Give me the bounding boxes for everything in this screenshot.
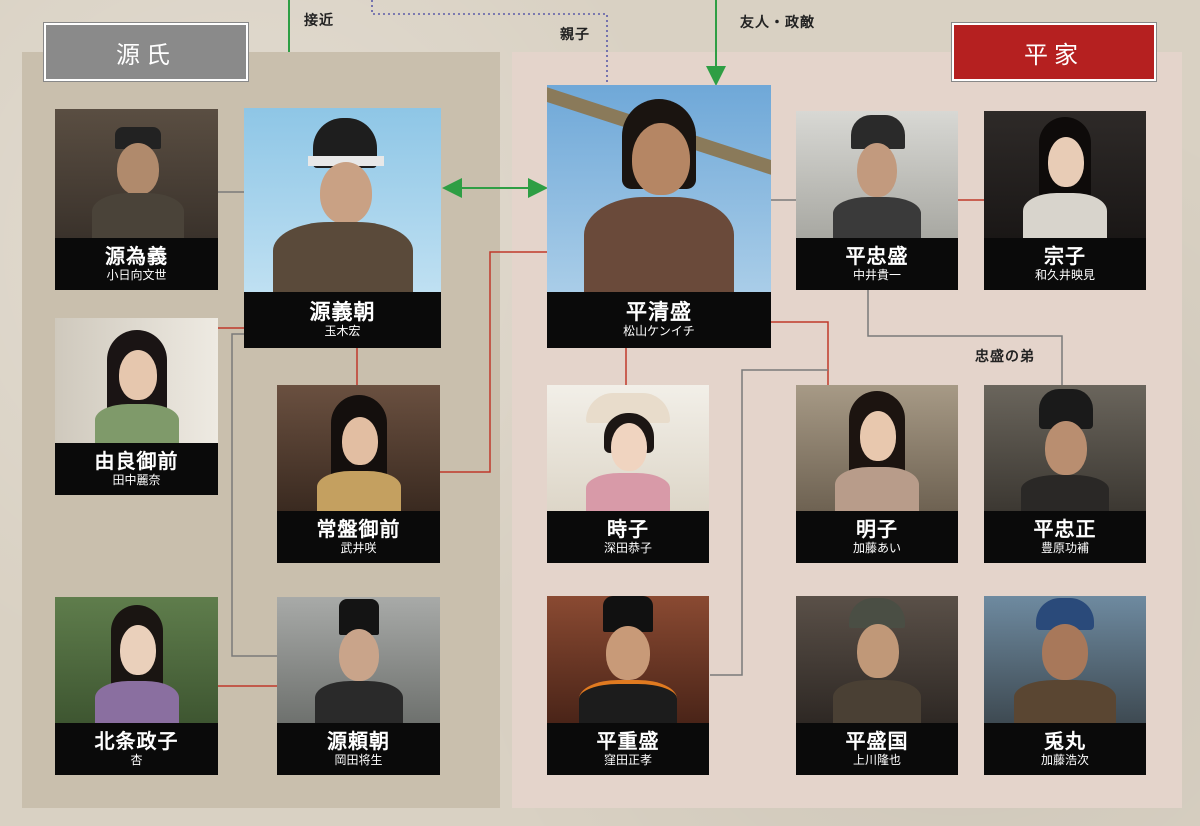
portrait-usagimaru: [984, 596, 1146, 723]
kiyomori-akiko-line: [771, 322, 828, 385]
card-shigemori[interactable]: 平重盛窪田正孝: [547, 596, 709, 775]
card-yura[interactable]: 由良御前田中麗奈: [55, 318, 218, 495]
actor-name: 岡田将生: [334, 753, 382, 769]
portrait-morikuni: [796, 596, 958, 723]
card-morikuni[interactable]: 平盛国上川隆也: [796, 596, 958, 775]
portrait-tadamori: [796, 111, 958, 238]
portrait-kiyomori: [547, 85, 771, 292]
actor-name: 深田恭子: [604, 541, 652, 557]
approach-label: 接近: [304, 10, 334, 30]
role-name: 由良御前: [95, 450, 179, 473]
role-name: 宗子: [1044, 245, 1086, 268]
actor-name: 中井貴一: [853, 268, 901, 284]
actor-name: 上川隆也: [853, 753, 901, 769]
portrait-tokiko: [547, 385, 709, 511]
role-name: 源為義: [105, 245, 168, 268]
portrait-tadamasa: [984, 385, 1146, 511]
actor-name: 杏: [130, 753, 142, 769]
portrait-masako: [55, 597, 218, 723]
role-name: 平忠正: [1034, 518, 1097, 541]
actor-name: 武井咲: [340, 541, 376, 557]
role-name: 平忠盛: [846, 245, 909, 268]
role-name: 北条政子: [95, 730, 179, 753]
actor-name: 松山ケンイチ: [623, 324, 695, 340]
actor-name: 加藤あい: [853, 541, 901, 557]
younger-brother-label: 忠盛の弟: [975, 346, 1035, 366]
portrait-yoritomo: [277, 597, 440, 723]
role-name: 兎丸: [1044, 730, 1086, 753]
card-tokiwa[interactable]: 常盤御前武井咲: [277, 385, 440, 563]
portrait-shigemori: [547, 596, 709, 723]
actor-name: 加藤浩次: [1041, 753, 1089, 769]
portrait-tameyoshi: [55, 109, 218, 238]
card-kiyomori[interactable]: 平清盛松山ケンイチ: [547, 85, 771, 348]
role-name: 源義朝: [310, 300, 376, 324]
portrait-akiko: [796, 385, 958, 511]
card-tameyoshi[interactable]: 源為義小日向文世: [55, 109, 218, 290]
tokiwa-kiyomori-line: [440, 252, 547, 472]
portrait-yoshitomo: [244, 108, 441, 292]
genji-header: 源氏: [44, 23, 248, 81]
card-yoritomo[interactable]: 源頼朝岡田将生: [277, 597, 440, 775]
portrait-tokiwa: [277, 385, 440, 511]
portrait-yura: [55, 318, 218, 443]
role-name: 明子: [856, 518, 898, 541]
actor-name: 和久井映見: [1035, 268, 1095, 284]
card-tadamori[interactable]: 平忠盛中井貴一: [796, 111, 958, 290]
role-name: 源頼朝: [327, 730, 390, 753]
friend-rival-label: 友人・政敵: [740, 12, 815, 32]
role-name: 平清盛: [626, 300, 692, 324]
card-usagimaru[interactable]: 兎丸加藤浩次: [984, 596, 1146, 775]
portrait-muneko: [984, 111, 1146, 238]
role-name: 平重盛: [597, 730, 660, 753]
actor-name: 豊原功補: [1041, 541, 1089, 557]
role-name: 常盤御前: [317, 518, 401, 541]
tadamori-tadamasa-line: [868, 290, 1062, 385]
card-muneko[interactable]: 宗子和久井映見: [984, 111, 1146, 290]
heike-header: 平家: [952, 23, 1156, 81]
actor-name: 窪田正孝: [604, 753, 652, 769]
parent-child-label: 親子: [560, 24, 590, 44]
yoshitomo-yoritomo-line: [232, 334, 277, 656]
card-yoshitomo[interactable]: 源義朝玉木宏: [244, 108, 441, 348]
role-name: 時子: [607, 518, 649, 541]
card-akiko[interactable]: 明子加藤あい: [796, 385, 958, 563]
card-tokiko[interactable]: 時子深田恭子: [547, 385, 709, 563]
actor-name: 小日向文世: [106, 268, 166, 284]
card-masako[interactable]: 北条政子杏: [55, 597, 218, 775]
card-tadamasa[interactable]: 平忠正豊原功補: [984, 385, 1146, 563]
role-name: 平盛国: [846, 730, 909, 753]
actor-name: 玉木宏: [324, 324, 360, 340]
actor-name: 田中麗奈: [112, 473, 160, 489]
